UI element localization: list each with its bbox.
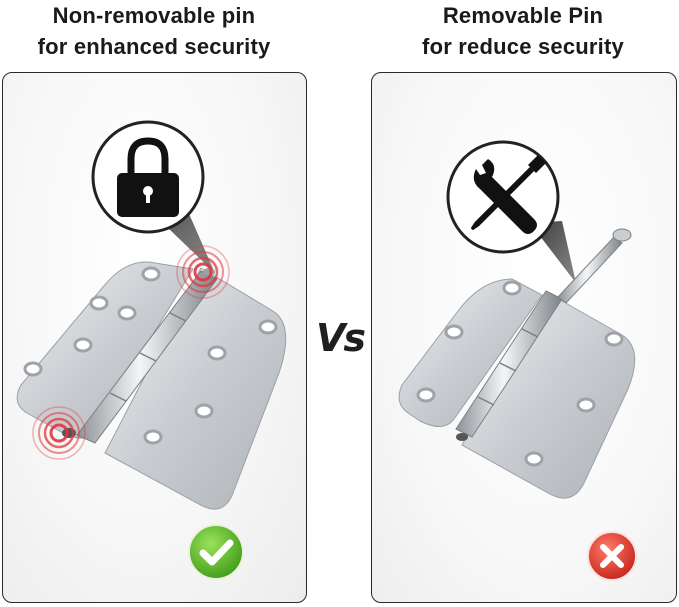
left-heading-line2: for enhanced security [37, 34, 271, 59]
padlock-icon [117, 137, 179, 217]
screw-holes [23, 266, 278, 445]
left-heading-line1: Non-removable pin [52, 3, 256, 28]
vs-label: Vs [315, 316, 366, 360]
cross-icon [587, 531, 637, 581]
right-heading-line2: for reduce security [422, 34, 624, 59]
hinge-leaf-right [104, 267, 287, 510]
screw-holes [416, 280, 624, 467]
hinge-leaf-right [461, 292, 636, 499]
check-icon [188, 524, 244, 580]
removable-pin [557, 236, 623, 304]
knuckle-segments [109, 312, 187, 402]
pin-head [612, 228, 632, 242]
right-heading-line1: Removable Pin [442, 3, 604, 28]
knuckle-segments [477, 328, 539, 406]
hinge-knuckle [455, 290, 563, 438]
highlight-rings-top [176, 245, 230, 299]
left-heading: Non-removable pin for enhanced security [4, 0, 304, 62]
removable-hinge-illustration [398, 140, 636, 499]
hinge-leaf-left [398, 278, 543, 427]
pin-end-bottom [456, 433, 468, 441]
highlight-rings-bottom [32, 406, 86, 460]
right-panel [371, 72, 677, 603]
left-panel [2, 72, 307, 603]
wrench-screwdriver-icon [470, 155, 546, 234]
non-removable-hinge-illustration [16, 120, 287, 510]
right-heading: Removable Pin for reduce security [373, 0, 673, 62]
